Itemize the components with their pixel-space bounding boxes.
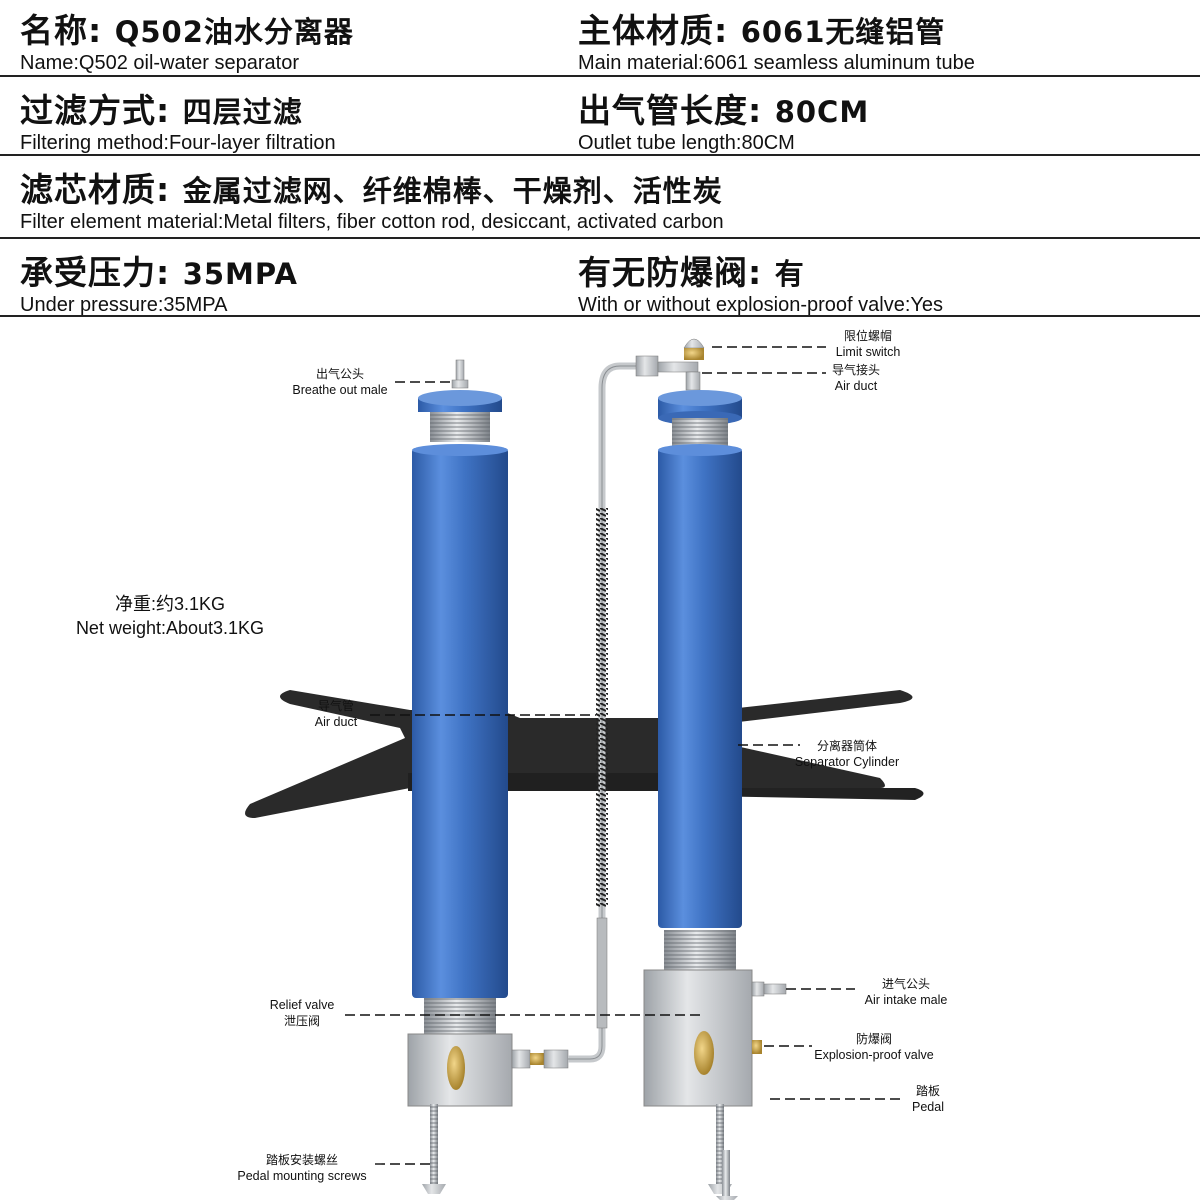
label-relief-valve-zh: 泄压阀 <box>283 1014 320 1028</box>
spec-outlet: 出气管长度: 80CM Outlet tube length:80CM <box>578 84 869 155</box>
label-air-duct-en: Air duct <box>314 715 358 729</box>
divider <box>0 154 1200 156</box>
spec-material-value: 6061无缝铝管 <box>740 15 946 49</box>
label-separator-cylinder: 分离器筒体 Separator Cylinder <box>782 738 912 770</box>
spec-material-en: Main material:6061 seamless aluminum tub… <box>578 52 975 74</box>
label-air-duct-joint: 导气接头 Air duct <box>808 362 904 394</box>
label-air-duct: 导气管 Air duct <box>296 698 376 730</box>
spec-name-en: Name:Q502 oil-water separator <box>20 52 300 74</box>
spec-filter-element-en: Filter element material:Metal filters, f… <box>20 211 724 233</box>
spec-filter-element-value: 金属过滤网、纤维棉棒、干燥剂、活性炭 <box>182 174 723 208</box>
label-air-intake-en: Air intake male <box>864 993 948 1007</box>
spec-table: 名称: Q502油水分离器 Name:Q502 oil-water separa… <box>0 0 1200 318</box>
spec-row-1: 名称: Q502油水分离器 Name:Q502 oil-water separa… <box>0 0 1200 74</box>
spec-filtering-en: Filtering method:Four-layer filtration <box>20 132 336 154</box>
divider <box>0 315 1200 317</box>
spec-name: 名称: Q502油水分离器 Name:Q502 oil-water separa… <box>20 4 354 75</box>
spec-pressure: 承受压力: 35MPA Under pressure:35MPA <box>20 246 298 317</box>
separator-illustration <box>237 338 924 1200</box>
label-pedal-screws: 踏板安装螺丝 Pedal mounting screws <box>220 1152 384 1184</box>
label-air-intake: 进气公头 Air intake male <box>846 976 966 1008</box>
net-weight-zh: 净重:约3.1KG <box>114 594 226 614</box>
net-weight: 净重:约3.1KG Net weight:About3.1KG <box>40 592 300 640</box>
spec-name-key: 名称: <box>20 11 103 50</box>
spec-outlet-en: Outlet tube length:80CM <box>578 132 795 154</box>
label-pedal-zh: 踏板 <box>915 1084 940 1098</box>
label-air-duct-joint-en: Air duct <box>834 379 878 393</box>
label-limit-switch: 限位螺帽 Limit switch <box>808 328 928 360</box>
spec-row-2: 过滤方式: 四层过滤 Filtering method:Four-layer f… <box>0 78 1200 155</box>
spec-name-value: Q502油水分离器 <box>114 15 354 49</box>
label-explosion-valve-zh: 防爆阀 <box>855 1032 892 1046</box>
spec-valve-value: 有 <box>774 257 805 291</box>
spec-outlet-value: 80CM <box>774 95 870 129</box>
divider <box>0 237 1200 239</box>
label-pedal-screws-zh: 踏板安装螺丝 <box>265 1153 338 1167</box>
spec-valve: 有无防爆阀: 有 With or without explosion-proof… <box>578 246 943 317</box>
label-air-duct-zh: 导气管 <box>317 699 354 713</box>
label-pedal-screws-en: Pedal mounting screws <box>237 1169 367 1183</box>
spec-valve-key: 有无防爆阀: <box>578 253 763 292</box>
spec-row-3: 滤芯材质: 金属过滤网、纤维棉棒、干燥剂、活性炭 Filter element … <box>0 157 1200 237</box>
label-pedal-en: Pedal <box>912 1100 944 1114</box>
label-explosion-valve: 防爆阀 Explosion-proof valve <box>796 1031 952 1063</box>
spec-filtering-value: 四层过滤 <box>182 95 303 129</box>
spec-pressure-key: 承受压力: <box>20 253 171 292</box>
label-air-intake-zh: 进气公头 <box>881 977 930 991</box>
label-breathe-out-en: Breathe out male <box>292 383 388 397</box>
spec-outlet-key: 出气管长度: <box>578 91 763 130</box>
spec-filtering: 过滤方式: 四层过滤 Filtering method:Four-layer f… <box>20 84 336 155</box>
label-explosion-valve-en: Explosion-proof valve <box>814 1048 934 1062</box>
net-weight-en: Net weight:About3.1KG <box>75 618 265 638</box>
spec-filter-element: 滤芯材质: 金属过滤网、纤维棉棒、干燥剂、活性炭 Filter element … <box>20 163 724 234</box>
left-cylinder-assembly <box>407 359 569 1107</box>
spec-material: 主体材质: 6061无缝铝管 Main material:6061 seamle… <box>578 4 975 75</box>
spec-valve-en: With or without explosion-proof valve:Ye… <box>578 294 943 316</box>
label-separator-cylinder-en: Separator Cylinder <box>794 755 900 769</box>
label-separator-cylinder-zh: 分离器筒体 <box>816 739 877 753</box>
right-cylinder-assembly <box>635 338 787 1107</box>
spec-material-key: 主体材质: <box>578 11 729 50</box>
mounting-screws <box>422 1104 738 1200</box>
label-air-duct-joint-zh: 导气接头 <box>831 363 880 377</box>
spec-filter-element-key: 滤芯材质: <box>20 170 171 209</box>
spec-filtering-key: 过滤方式: <box>20 91 171 130</box>
label-limit-switch-en: Limit switch <box>835 345 901 359</box>
air-duct-tube <box>568 362 640 1063</box>
label-relief-valve: Relief valve 泄压阀 <box>260 997 344 1029</box>
spec-pressure-value: 35MPA <box>182 257 298 291</box>
label-pedal: 踏板 Pedal <box>900 1083 956 1115</box>
label-breathe-out: 出气公头 Breathe out male <box>270 366 410 398</box>
divider <box>0 75 1200 77</box>
product-diagram: 净重:约3.1KG Net weight:About3.1KG 出气公头 Bre… <box>0 318 1200 1200</box>
label-breathe-out-zh: 出气公头 <box>315 367 364 381</box>
label-limit-switch-zh: 限位螺帽 <box>843 329 892 343</box>
leader-lines <box>345 346 905 1165</box>
spec-pressure-en: Under pressure:35MPA <box>20 294 228 316</box>
label-relief-valve-en: Relief valve <box>269 998 335 1012</box>
spec-row-4: 承受压力: 35MPA Under pressure:35MPA 有无防爆阀: … <box>0 240 1200 316</box>
